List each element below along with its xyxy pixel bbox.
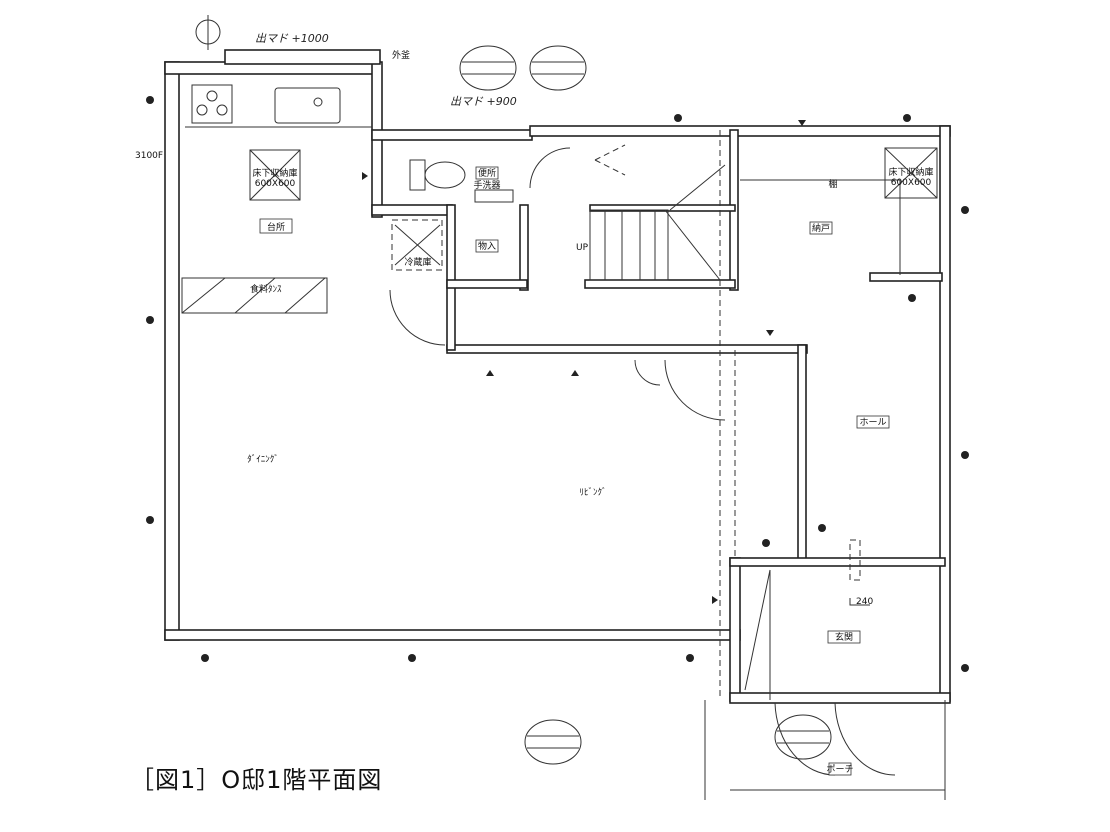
- room-labels: 台所 便所 手洗器 物入 冷蔵庫 ﾀﾞｲﾆﾝｸﾞ ﾘﾋﾞﾝｸﾞ 納戸 棚 ホール…: [247, 166, 890, 776]
- label-entrance: 玄関: [835, 631, 853, 643]
- label-storage: 物入: [478, 240, 496, 252]
- bay-window-note-1: 出マド +1000: [255, 32, 329, 45]
- stove-icon: [191, 84, 233, 124]
- meter-icon: [195, 15, 221, 50]
- bay-window-note-2: 出マド +900: [450, 95, 517, 108]
- underfloor-storage-kitchen: 床下収納庫 600X600: [249, 149, 301, 201]
- svg-text:600X600: 600X600: [255, 179, 296, 189]
- label-closet: 納戸: [812, 222, 830, 234]
- figure-caption: ［図1］O邸1階平面図: [130, 766, 383, 794]
- annotations: 出マド +1000 出マド +900 外釜 3100F 240: [135, 32, 873, 607]
- porch: [704, 700, 946, 800]
- pantry-cabinet: 食料ﾀﾝｽ: [181, 277, 328, 314]
- dimension-note: 240: [856, 597, 873, 607]
- exterior-walls: [164, 49, 951, 704]
- label-living: ﾘﾋﾞﾝｸﾞ: [579, 487, 606, 498]
- staircase: UP: [576, 144, 726, 281]
- stepping-stones: [459, 45, 832, 765]
- label-handwash: 手洗器: [473, 179, 500, 191]
- label-toilet: 便所: [478, 167, 496, 179]
- svg-text:UP: UP: [576, 243, 589, 253]
- interior-walls: [185, 126, 946, 700]
- sink-icon: [274, 87, 341, 124]
- section-markers: [146, 96, 969, 672]
- svg-text:食料ﾀﾝｽ: 食料ﾀﾝｽ: [250, 283, 282, 295]
- fridge-space: [391, 219, 443, 271]
- label-kitchen: 台所: [267, 221, 285, 233]
- doors: [389, 147, 896, 776]
- label-shelf: 棚: [828, 178, 837, 190]
- underfloor-storage-closet: 床下収納庫 600X600: [884, 147, 938, 199]
- label-fridge: 冷蔵庫: [404, 256, 431, 268]
- svg-text:600X600: 600X600: [891, 178, 932, 188]
- toilet-icon: [409, 159, 514, 203]
- svg-text:床下収納庫: 床下収納庫: [252, 167, 297, 179]
- label-porch: ポーチ: [826, 764, 853, 775]
- boiler-note: 外釜: [392, 49, 410, 61]
- label-dining: ﾀﾞｲﾆﾝｸﾞ: [247, 454, 279, 465]
- svg-text:床下収納庫: 床下収納庫: [888, 166, 933, 178]
- label-hall: ホール: [859, 417, 886, 428]
- level-note: 3100F: [135, 151, 163, 161]
